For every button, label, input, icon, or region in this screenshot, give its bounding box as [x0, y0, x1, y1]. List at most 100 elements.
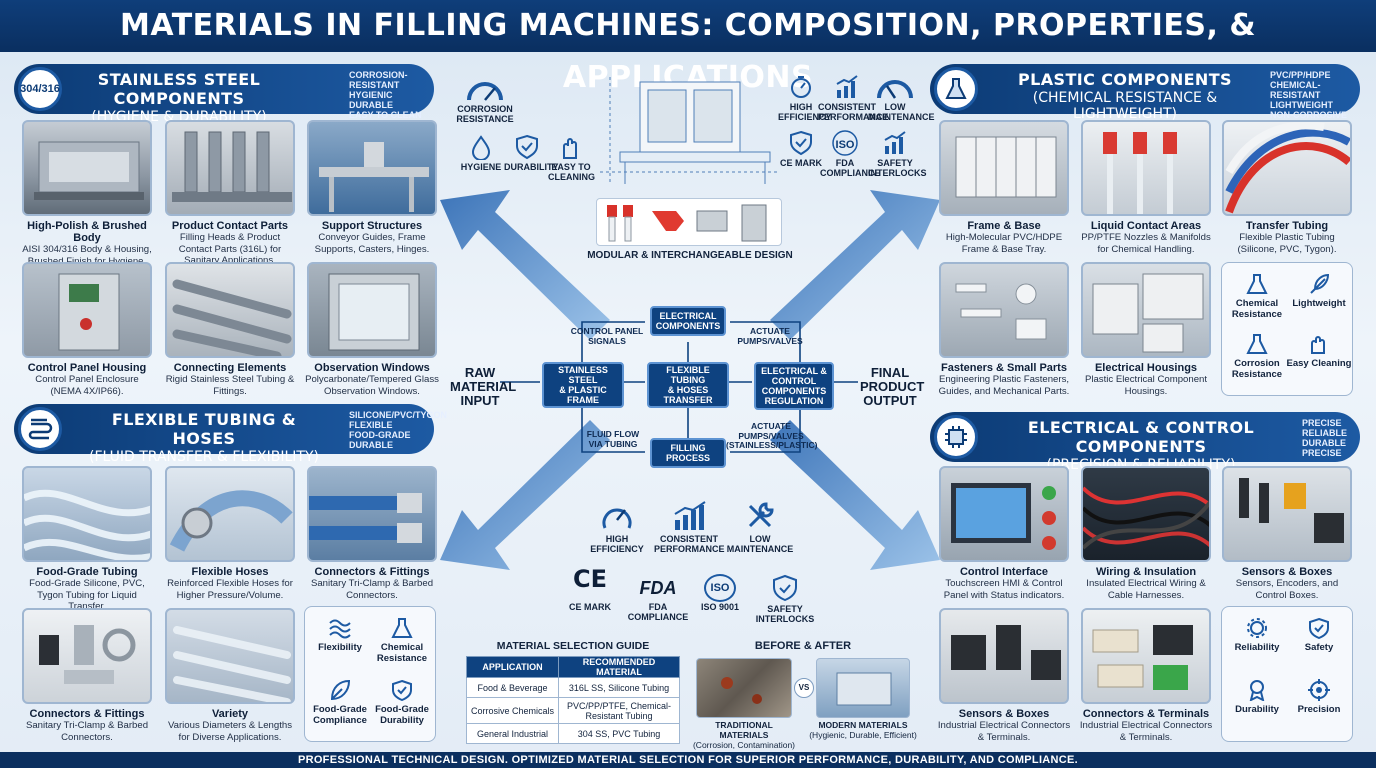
- flow-label-actuate-top: ACTUATE PUMPS/VALVES: [737, 326, 803, 346]
- card-title: Variety: [211, 708, 249, 720]
- table-row: General Industrial 304 SS, PVC Tubing: [466, 723, 680, 744]
- medal-icon: [1249, 680, 1265, 701]
- flask-icon: [1246, 334, 1268, 354]
- section-title: PLASTIC COMPONENTS: [1018, 70, 1232, 89]
- section-subtitle: (CHEMICAL RESISTANCE & LIGHTWEIGHT): [1032, 90, 1218, 122]
- footer-caption: PROFESSIONAL TECHNICAL DESIGN. OPTIMIZED…: [0, 752, 1376, 768]
- before-label-text: TRADITIONAL MATERIALS: [715, 720, 773, 740]
- card-title: Fasteners & Small Parts: [941, 362, 1067, 374]
- card-wiring: Wiring & Insulation Insulated Electrical…: [1079, 466, 1213, 601]
- property-durability: Durability: [1224, 679, 1290, 715]
- card-title: Frame & Base: [967, 220, 1041, 232]
- property-precision: Precision: [1286, 679, 1352, 715]
- feature-label: HYGIENE: [460, 162, 502, 172]
- tubing-properties-panel: Flexibility Chemical Resistance Food-Gra…: [304, 606, 436, 742]
- card-title: Transfer Tubing: [1245, 220, 1329, 232]
- table-cell: Food & Beverage: [466, 677, 559, 698]
- feature-label: HIGH EFFICIENCY: [778, 102, 832, 122]
- card-contact-parts: Product Contact Parts Filling Heads & Pr…: [163, 120, 297, 267]
- frame-photo: [939, 120, 1069, 216]
- feature-label: EASY TO CLEANING: [548, 162, 595, 182]
- card-liquid-contact: Liquid Contact Areas PP/PTFE Nozzles & M…: [1079, 120, 1213, 255]
- card-title: Liquid Contact Areas: [1090, 220, 1202, 232]
- property-safety: Safety: [1286, 617, 1352, 653]
- card-sensors-boxes-2: Sensors & Boxes Industrial Electrical Co…: [937, 608, 1071, 743]
- cert-safety: SAFETY INTERLOCKS: [752, 574, 818, 624]
- svg-text:ISO: ISO: [836, 139, 855, 151]
- table-header: RECOMMENDED MATERIAL: [558, 656, 680, 678]
- leaf-icon: [330, 679, 351, 701]
- coil-icon: [18, 407, 62, 451]
- card-desc: Engineering Plastic Fasteners, Guides, a…: [938, 374, 1070, 397]
- card-variety: Variety Various Diameters & Lengths for …: [163, 608, 297, 743]
- enclosure-photo: [22, 262, 152, 358]
- tag: CORROSION-RESISTANT: [349, 70, 408, 90]
- shield-check-icon: [773, 574, 797, 602]
- nozzle-parts-graphic: [607, 204, 767, 242]
- card-polished-body: High-Polish & Brushed Body AISI 304/316 …: [20, 120, 154, 267]
- property-label: Lightweight: [1292, 298, 1346, 309]
- tag: PVC/PP/HDPE: [1270, 70, 1331, 80]
- card-desc: PP/PTFE Nozzles & Manifolds for Chemical…: [1081, 232, 1211, 255]
- card-title: Support Structures: [321, 220, 423, 232]
- card-desc: Filling Heads & Product Contact Parts (3…: [178, 232, 282, 266]
- plastic-banner: PLASTIC COMPONENTS (CHEMICAL RESISTANCE …: [930, 64, 1360, 122]
- conveyor-photo: [307, 120, 437, 216]
- card-desc: Rigid Stainless Steel Tubing & Fittings.: [165, 374, 295, 397]
- flask-icon: [1246, 274, 1268, 294]
- cert-label: ISO 9001: [700, 602, 740, 612]
- card-title: Connecting Elements: [173, 362, 287, 374]
- variety-photo: [165, 608, 295, 704]
- stopwatch-icon: [602, 508, 632, 529]
- tag: FOOD-GRADE: [349, 430, 411, 440]
- property-label: Precision: [1297, 704, 1341, 715]
- property-reliability: Reliability: [1224, 617, 1290, 653]
- card-title: Flexible Hoses: [191, 566, 269, 578]
- feature-durability: DURABILITY: [504, 134, 559, 172]
- before-photo: [696, 658, 792, 718]
- feature-label: FDA COMPLIANCE: [820, 158, 881, 178]
- tag: PRECISE: [1302, 448, 1342, 458]
- bar-chart-icon: [836, 75, 858, 98]
- after-photo: [816, 658, 910, 718]
- node-tubing-transfer: FLEXIBLE TUBING & HOSES TRANSFER: [647, 362, 729, 408]
- feather-icon: [1310, 273, 1330, 294]
- feature-consistent-performance-large: CONSISTENT PERFORMANCE: [654, 500, 725, 554]
- flow-arrows-graphic: [440, 190, 940, 570]
- node-steel-frame: STAINLESS STEEL & PLASTIC FRAME: [542, 362, 624, 408]
- card-title: Electrical Housings: [1094, 362, 1198, 374]
- card-desc: AISI 304/316 Body & Housing, Brushed Fin…: [22, 244, 152, 267]
- card-frame-base: Frame & Base High-Molecular PVC/HDPE Fra…: [937, 120, 1071, 255]
- property-label: Chemical Resistance: [376, 642, 428, 664]
- after-note: (Hygienic, Durable, Efficient): [809, 730, 917, 740]
- feature-high-efficiency: HIGH EFFICIENCY: [778, 74, 832, 122]
- card-title: Wiring & Insulation: [1095, 566, 1197, 578]
- shield-check-icon: [516, 134, 538, 160]
- gear-icon: [1247, 618, 1267, 638]
- card-transfer-tubing: Transfer Tubing Flexible Plastic Tubing …: [1220, 120, 1354, 255]
- window-photo: [307, 262, 437, 358]
- table-cell: 316L SS, Silicone Tubing: [558, 677, 680, 698]
- card-desc: Industrial Electrical Connectors & Termi…: [937, 720, 1071, 743]
- section-subtitle: (FLUID TRANSFER & FLEXIBILITY): [89, 449, 319, 465]
- flow-label-actuate-bottom: ACTUATE PUMPS/VALVES (STAINLESS/PLASTIC): [726, 421, 818, 450]
- machine-photo: [22, 120, 152, 216]
- table-row: Corrosive Chemicals PVC/PP/PTFE, Chemica…: [466, 697, 680, 724]
- table-cell: PVC/PP/PTFE, Chemical-Resistant Tubing: [558, 697, 680, 724]
- property-chemical-resistance: Chemical Resistance: [1224, 273, 1290, 320]
- property-label: Reliability: [1234, 642, 1280, 653]
- feature-hygiene: HYGIENE: [458, 134, 504, 172]
- table-cell: Corrosive Chemicals: [466, 697, 559, 724]
- feature-ce-mark: CE MARK: [778, 130, 824, 168]
- hand-clean-icon: [563, 138, 577, 159]
- flask-icon: [934, 67, 978, 111]
- tag: EASY TO CLEAN: [349, 110, 422, 120]
- flask-icon: [391, 618, 413, 638]
- wave-icon: [329, 619, 351, 639]
- guide-title: MATERIAL SELECTION GUIDE: [496, 640, 650, 652]
- card-title: Product Contact Parts: [171, 220, 289, 232]
- tag: PRECISE: [1302, 418, 1342, 428]
- feature-label: HIGH EFFICIENCY: [590, 534, 644, 554]
- feature-corrosion-resistance: CORROSION RESISTANCE: [450, 76, 520, 124]
- property-flexibility: Flexibility: [307, 617, 373, 653]
